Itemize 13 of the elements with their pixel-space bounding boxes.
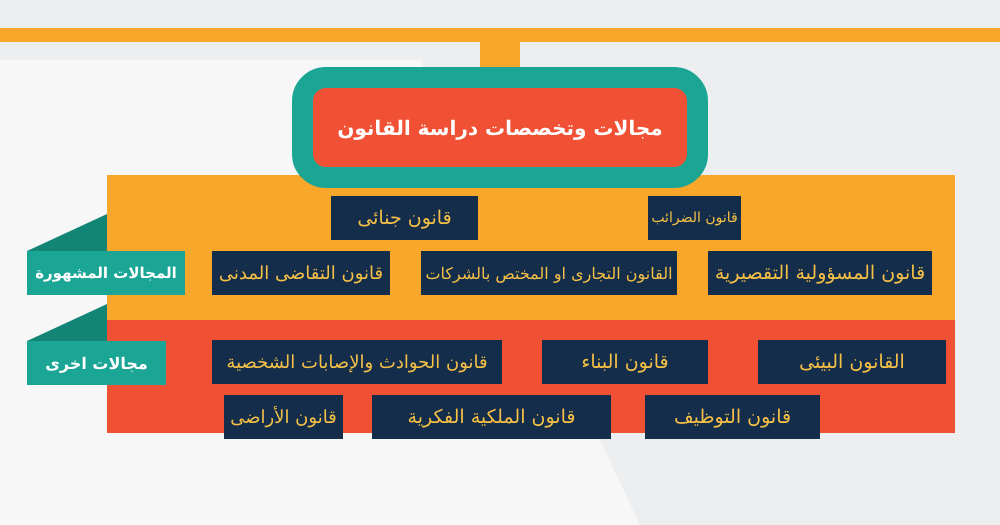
title-box: مجالات وتخصصات دراسة القانون xyxy=(292,67,708,188)
law-box: القانون التجارى او المختص بالشركات xyxy=(421,251,677,295)
law-box: قانون التقاضى المدنى xyxy=(212,251,390,295)
law-box: قانون التوظيف xyxy=(645,395,820,439)
law-box: قانون الأراضى xyxy=(224,395,343,439)
law-box: قانون الملكية الفكرية xyxy=(372,395,611,439)
law-box: قانون الضرائب xyxy=(648,196,741,240)
law-box: قانون جنائى xyxy=(331,196,478,240)
law-box: قانون الحوادث والإصابات الشخصية xyxy=(212,340,502,384)
law-box: قانون المسؤولية التقصيرية xyxy=(708,251,932,295)
law-box: القانون البيئى xyxy=(758,340,946,384)
category-band xyxy=(107,175,955,320)
law-box: قانون البناء xyxy=(542,340,708,384)
